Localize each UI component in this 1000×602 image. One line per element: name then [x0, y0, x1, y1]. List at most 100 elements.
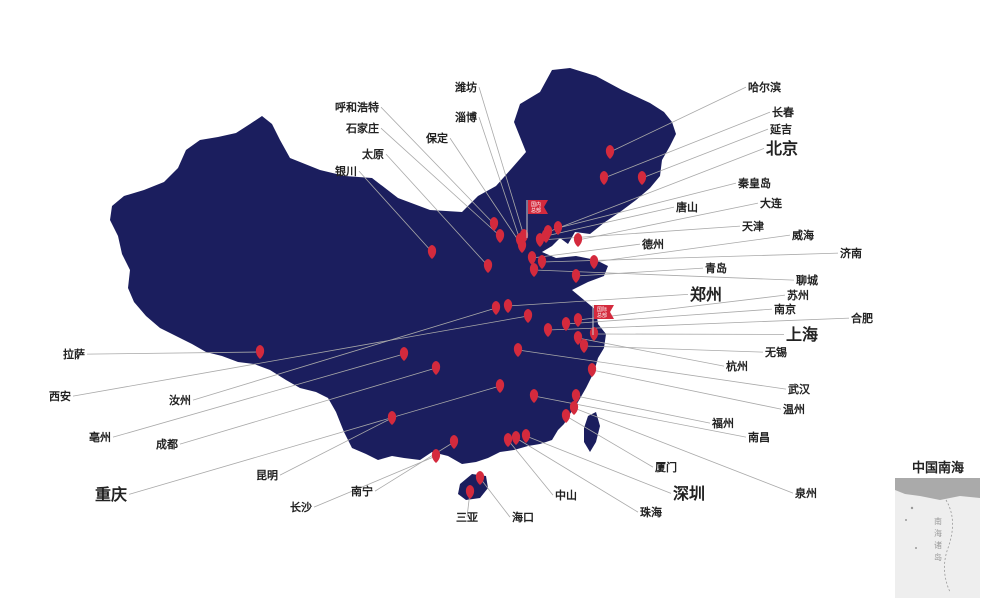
leader-line	[374, 441, 455, 492]
leader-line	[380, 106, 495, 225]
city-label: 杭州	[726, 359, 748, 373]
leader-line	[641, 128, 769, 179]
city-label: 昆明	[256, 469, 278, 482]
leader-line	[547, 148, 765, 233]
inset-char: 岛	[934, 552, 942, 562]
city-label: 汝州	[169, 393, 191, 407]
leader-line	[385, 153, 489, 267]
leader-line	[577, 202, 759, 241]
city-label: 长沙	[290, 500, 312, 514]
leader-line	[575, 395, 711, 424]
city-label: 西安	[49, 389, 71, 403]
city-pin	[431, 361, 441, 375]
city-label: 呼和浩特	[335, 100, 379, 114]
leader-line	[603, 111, 771, 179]
city-label: 太原	[361, 147, 384, 161]
city-pin	[521, 429, 531, 443]
inset-char: 诸	[934, 541, 942, 550]
city-label: 天津	[742, 219, 764, 233]
city-pin	[637, 171, 647, 185]
leader-line	[380, 127, 501, 237]
city-label: 泉州	[794, 486, 817, 500]
south-china-sea-inset: 中国南海 南 海 诸 岛	[895, 460, 980, 598]
leader-lines	[72, 86, 850, 518]
city-label: 三亚	[456, 511, 478, 524]
city-label: 珠海	[640, 505, 662, 519]
city-label: 青岛	[705, 261, 727, 275]
city-pin	[589, 327, 599, 341]
city-label: 拉萨	[63, 347, 85, 361]
flag-text: 国际	[597, 306, 607, 313]
domestic-hq-flag: 国内 总部	[526, 200, 548, 238]
leader-line	[577, 294, 786, 321]
city-labels: 潍坊淄博呼和浩特石家庄保定太原银川哈尔滨长春延吉北京秦皇岛唐山大连天津威海德州济…	[49, 80, 873, 524]
inset-char: 海	[934, 528, 942, 538]
city-pin	[503, 299, 513, 313]
city-label: 南昌	[748, 430, 770, 444]
city-pin	[431, 449, 441, 463]
city-pin	[523, 309, 533, 323]
city-label: 银川	[335, 164, 357, 178]
leader-line	[609, 86, 747, 153]
city-pin	[561, 409, 571, 423]
leader-line	[478, 117, 521, 241]
city-pin	[495, 379, 505, 393]
city-label: 聊城	[796, 273, 818, 287]
city-label: 淄博	[455, 110, 477, 124]
leader-line	[573, 407, 794, 494]
city-pin	[571, 269, 581, 283]
leader-line	[86, 351, 261, 355]
leader-line	[565, 308, 773, 325]
city-pin	[465, 485, 475, 499]
city-label: 德州	[641, 237, 664, 251]
city-pins	[255, 145, 647, 499]
leader-line	[517, 349, 787, 390]
leader-line	[557, 182, 737, 229]
leader-line	[531, 243, 641, 259]
city-label: 温州	[783, 402, 805, 416]
city-label: 南宁	[351, 484, 373, 498]
city-label: 合肥	[851, 311, 873, 325]
city-label: 无锡	[764, 345, 787, 359]
leader-line	[525, 435, 672, 494]
city-pin	[513, 343, 523, 357]
city-pin	[475, 471, 485, 485]
city-pin	[573, 233, 583, 247]
leader-line	[583, 345, 764, 353]
city-pin	[535, 233, 545, 247]
city-pin	[569, 401, 579, 415]
city-label: 大连	[760, 196, 783, 210]
city-pin	[449, 435, 459, 449]
mainland-shape	[110, 68, 676, 464]
leader-line	[591, 369, 782, 410]
city-label: 重庆	[95, 485, 127, 504]
leader-line	[449, 137, 523, 247]
leader-line	[507, 294, 689, 307]
city-pin	[553, 221, 563, 235]
city-label: 厦门	[655, 460, 677, 474]
leader-line	[507, 439, 554, 496]
city-pin	[255, 345, 265, 359]
leader-line	[279, 417, 393, 476]
city-pin	[573, 313, 583, 327]
city-label: 中山	[555, 488, 577, 502]
city-label: 郑州	[690, 285, 722, 304]
city-label: 深圳	[673, 484, 705, 503]
city-label: 长春	[772, 105, 795, 119]
international-hq-flag: 国际 总部	[592, 305, 614, 335]
city-pin	[571, 389, 581, 403]
leader-line	[565, 415, 654, 468]
leader-line	[72, 315, 529, 397]
city-pin	[517, 239, 527, 253]
city-label: 苏州	[787, 288, 809, 302]
leader-line	[533, 395, 747, 438]
leader-line	[515, 437, 639, 513]
city-pin	[573, 331, 583, 345]
city-label: 秦皇岛	[737, 176, 771, 190]
city-pin	[387, 411, 397, 425]
city-label: 福州	[711, 416, 734, 430]
city-label: 济南	[840, 246, 862, 260]
city-pin	[503, 433, 513, 447]
city-label: 上海	[786, 325, 818, 344]
